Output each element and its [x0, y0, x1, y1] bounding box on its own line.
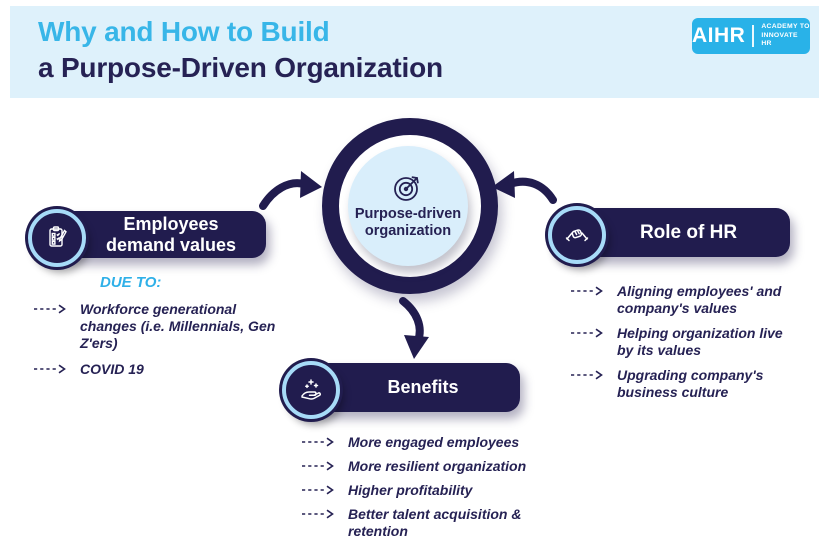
hand-giving-icon [301, 379, 321, 400]
benefits-badge [282, 361, 340, 419]
list-item-text: Higher profitability [348, 482, 473, 498]
list-item: Upgrading company's business culture [570, 367, 810, 401]
dashed-arrow-icon [571, 328, 603, 338]
handshake-icon [565, 229, 589, 242]
page-title-line1: Why and How to Build [38, 16, 330, 47]
center-hub-label: Purpose-driven organization [354, 205, 462, 239]
role-of-hr-badge [548, 206, 606, 264]
list-item-text: Workforce generational changes (i.e. Mil… [80, 301, 276, 351]
header-band: Why and How to Build a Purpose-Driven Or… [10, 6, 819, 98]
clipboard-checklist-icon [49, 226, 67, 247]
dashed-arrow-icon [34, 364, 66, 374]
list-item-text: More engaged employees [348, 434, 520, 450]
arrow-left-to-center-icon [259, 179, 308, 210]
dashed-arrow-icon [302, 437, 334, 447]
page-title-line2: a Purpose-Driven Organization [38, 52, 443, 83]
list-item: More engaged employees [301, 434, 551, 451]
list-item-text: Aligning employees' and company's values [617, 283, 782, 316]
list-item: Aligning employees' and company's values [570, 283, 810, 317]
list-item-text: Helping organization live by its values [617, 325, 783, 358]
list-item: Better talent acquisition & retention [301, 506, 551, 540]
employees-badge [28, 209, 86, 267]
benefits-bullet-list: More engaged employees More resilient or… [301, 434, 551, 540]
page-title: Why and How to Build a Purpose-Driven Or… [38, 14, 443, 86]
due-to-subheading: DUE TO: [100, 274, 162, 291]
arrow-down-head-icon [404, 335, 429, 359]
arrow-center-to-benefits-icon [399, 297, 424, 345]
center-hub: Purpose-driven organization [348, 146, 468, 266]
aihr-logo-tagline-line2: INNOVATE HR [761, 31, 798, 48]
list-item: Workforce generational changes (i.e. Mil… [33, 301, 303, 352]
list-item: Higher profitability [301, 482, 551, 499]
arrow-left-head-icon [300, 171, 322, 198]
dashed-arrow-icon [571, 370, 603, 380]
aihr-logo: AIHR ACADEMY TO INNOVATE HR [692, 18, 810, 54]
dashed-arrow-icon [34, 304, 66, 314]
dashed-arrow-icon [302, 485, 334, 495]
employees-bullet-list: Workforce generational changes (i.e. Mil… [33, 301, 303, 378]
list-item: More resilient organization [301, 458, 551, 475]
list-item-text: Better talent acquisition & retention [348, 506, 522, 539]
dashed-arrow-icon [302, 461, 334, 471]
role-of-hr-pill-label: Role of HR [639, 221, 738, 243]
logo-divider [752, 25, 755, 47]
aihr-logo-brand: AIHR [692, 24, 746, 47]
employees-pill-label: Employees demand values [105, 213, 237, 255]
benefits-pill-label: Benefits [387, 377, 459, 397]
aihr-logo-tagline: ACADEMY TO INNOVATE HR [761, 23, 810, 49]
dashed-arrow-icon [302, 509, 334, 519]
list-item-text: COVID 19 [80, 361, 144, 377]
list-item-text: Upgrading company's business culture [617, 367, 764, 400]
arrow-right-to-center-icon [506, 177, 557, 204]
role-of-hr-bullet-list: Aligning employees' and company's values… [570, 283, 810, 401]
list-item: COVID 19 [33, 361, 303, 378]
aihr-logo-tagline-line1: ACADEMY TO [761, 23, 810, 31]
list-item-text: More resilient organization [348, 458, 527, 474]
dashed-arrow-icon [571, 286, 603, 296]
list-item: Helping organization live by its values [570, 325, 810, 359]
target-dart-icon [394, 175, 419, 201]
